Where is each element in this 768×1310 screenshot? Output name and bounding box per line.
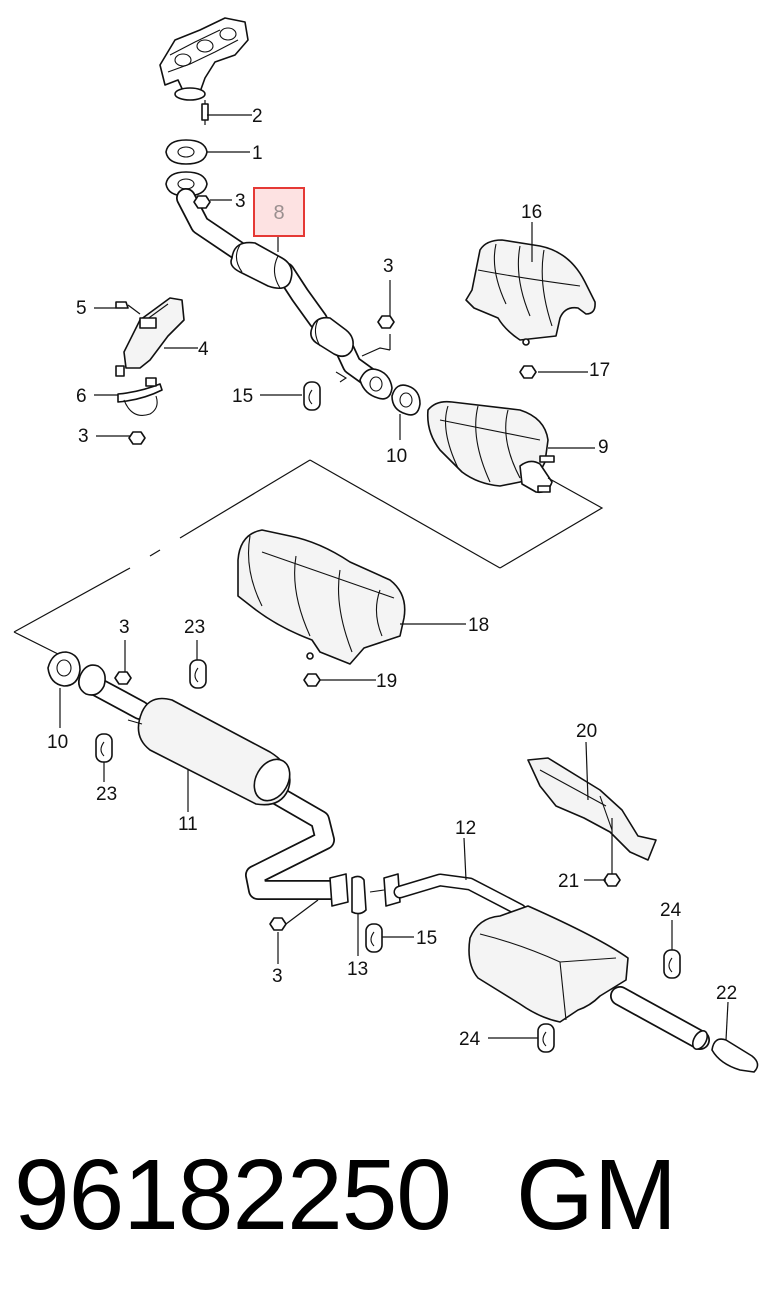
pipe-end-flange — [335, 368, 393, 400]
front-pipe — [176, 188, 380, 388]
part-footer: 96182250 GM — [0, 1140, 768, 1260]
nut — [114, 671, 132, 685]
callout-24[interactable]: 24 — [660, 900, 682, 921]
callout-3[interactable]: 3 — [119, 617, 130, 638]
nut — [269, 899, 319, 931]
callout-18[interactable]: 18 — [468, 615, 489, 636]
bolt — [115, 301, 141, 315]
callout-11[interactable]: 11 — [178, 814, 198, 835]
hanger-bracket — [115, 365, 163, 416]
gasket-center — [47, 651, 81, 687]
nut — [519, 365, 537, 379]
callout-6[interactable]: 6 — [76, 386, 87, 407]
section-outline — [13, 459, 501, 656]
callout-13[interactable]: 13 — [347, 959, 368, 980]
callout-20[interactable]: 20 — [576, 721, 597, 742]
rear-muffler — [393, 873, 710, 1050]
nut — [193, 195, 211, 209]
callout-1[interactable]: 1 — [252, 143, 263, 164]
callout-3[interactable]: 3 — [383, 256, 394, 277]
callout-23[interactable]: 23 — [184, 617, 205, 638]
heat-shield-center — [237, 529, 406, 665]
center-muffler — [78, 664, 340, 900]
leader-lines — [59, 114, 729, 1041]
callout-labels: 2 1 3 16 3 17 9 10 15 4 5 6 3 18 19 3 23… — [47, 106, 737, 1050]
callout-4[interactable]: 4 — [198, 339, 209, 360]
callout-21[interactable]: 21 — [558, 871, 579, 892]
catalytic-converter — [426, 400, 555, 494]
bracket — [123, 297, 185, 369]
exhaust-manifold — [159, 17, 249, 101]
rubber-hanger — [663, 949, 681, 979]
rubber-hanger — [303, 381, 321, 411]
callout-16[interactable]: 16 — [521, 202, 542, 223]
callout-3[interactable]: 3 — [235, 191, 246, 212]
rubber-hanger — [95, 733, 113, 763]
callout-17[interactable]: 17 — [589, 360, 610, 381]
heat-shield-upper — [465, 239, 596, 346]
gasket — [165, 139, 208, 165]
callout-2[interactable]: 2 — [252, 106, 263, 127]
nut — [303, 673, 321, 687]
gasket-catalyst — [391, 384, 421, 416]
callout-9[interactable]: 9 — [598, 437, 609, 458]
heat-shield-rear — [527, 757, 657, 861]
rubber-hanger — [189, 659, 207, 689]
callout-10[interactable]: 10 — [386, 446, 407, 467]
part-number: 96182250 — [14, 1139, 452, 1251]
brand-name: GM — [516, 1139, 678, 1251]
callout-23[interactable]: 23 — [96, 784, 117, 805]
highlight-box — [253, 187, 305, 237]
nut — [128, 431, 146, 445]
tail-pipe-tip — [711, 1038, 759, 1073]
callout-8: 8 — [273, 202, 284, 224]
callout-3[interactable]: 3 — [78, 426, 89, 447]
callout-15[interactable]: 15 — [232, 386, 253, 407]
callout-24[interactable]: 24 — [459, 1029, 481, 1050]
stud — [201, 100, 209, 125]
nut — [377, 315, 395, 329]
rubber-hanger — [537, 1023, 555, 1053]
callout-15[interactable]: 15 — [416, 928, 437, 949]
exploded-view-lines — [361, 334, 604, 569]
callout-5[interactable]: 5 — [76, 298, 87, 319]
callout-12[interactable]: 12 — [455, 818, 476, 839]
rubber-hanger — [365, 923, 383, 953]
callout-10[interactable]: 10 — [47, 732, 68, 753]
joint-flange — [329, 873, 401, 915]
highlighted-callout[interactable]: 8 — [253, 187, 305, 237]
callout-3[interactable]: 3 — [272, 966, 283, 987]
callout-22[interactable]: 22 — [716, 983, 737, 1004]
callout-19[interactable]: 19 — [376, 671, 397, 692]
